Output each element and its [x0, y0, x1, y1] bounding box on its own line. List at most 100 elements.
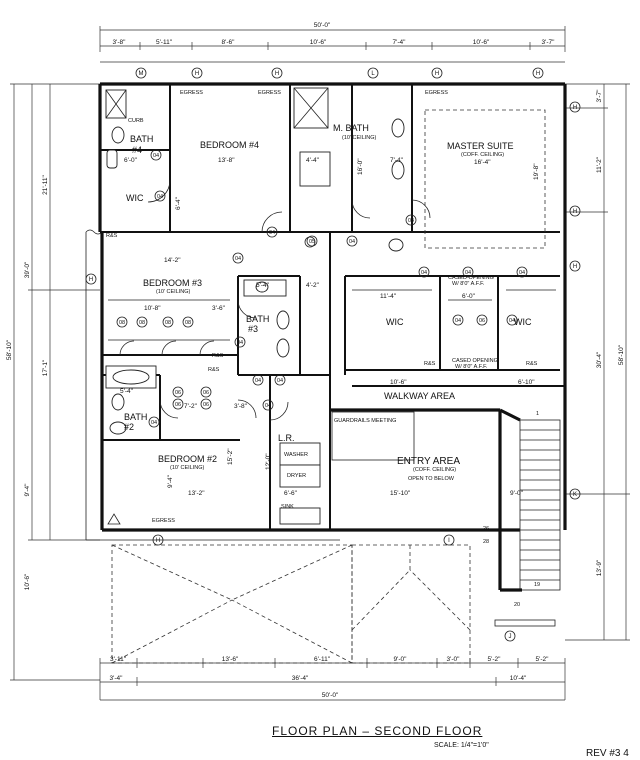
- door-tag: 04: [277, 378, 283, 384]
- right-dimensions: 3'-7" 11'-2" 30'-4" 58'-10" 13'-9" H H H…: [565, 83, 630, 641]
- bottom-dim-seg: 36'-4": [292, 675, 309, 682]
- right-dim: 58'-10": [618, 344, 625, 365]
- door-tag: 04: [519, 270, 525, 276]
- interior-dim: 10'-6": [390, 379, 407, 386]
- left-dim: 9'-4": [24, 483, 31, 497]
- grid-bubble-label: H: [195, 71, 199, 77]
- room-num-bath2: #2: [124, 422, 134, 432]
- bottom-dim-seg: 10'-4": [510, 675, 527, 682]
- fixtures: [105, 87, 556, 525]
- room-name-bath4: BATH: [130, 134, 153, 144]
- interior-dim: 12'-0": [265, 453, 272, 470]
- room-name-wic-mid: WIC: [386, 317, 404, 327]
- interior-dim: 6'-0": [462, 293, 476, 300]
- curb-label: CURB: [128, 118, 144, 124]
- interior-dim: 9'-4": [167, 474, 174, 488]
- door-tag: 04: [151, 420, 157, 426]
- room-name-wic-left: WIC: [126, 193, 144, 203]
- interior-dim: 15'-2": [227, 448, 234, 465]
- door-tag: 04: [235, 256, 241, 262]
- room-dim-master: 16'-4": [474, 159, 491, 166]
- egress-label: EGRESS: [152, 518, 175, 524]
- grid-bubbles-top: M H H L H H: [135, 67, 544, 79]
- top-overall-dim: 50'-0": [314, 22, 331, 29]
- room-name-bath2: BATH: [124, 412, 147, 422]
- right-dim: 11'-2": [596, 156, 603, 173]
- grid-bubble-label: H: [275, 71, 279, 77]
- door-tag: 08: [139, 320, 145, 326]
- left-dim: 21'-11": [42, 174, 49, 194]
- door-tag: 04: [421, 270, 427, 276]
- bottom-dim-seg: 5'-2": [536, 656, 550, 663]
- interior-dim: 19'-8": [533, 163, 540, 180]
- interior-dim: 11'-4": [380, 293, 397, 300]
- left-dim: 17'-1": [42, 359, 49, 376]
- room-dim-bedroom4: 13'-8": [218, 157, 235, 164]
- top-dim-seg: 10'-6": [473, 39, 490, 46]
- grid-bubble-label: H: [536, 71, 540, 77]
- interior-dim: 3'-6": [212, 305, 226, 312]
- room-name-bedroom2: BEDROOM #2: [158, 454, 217, 464]
- grid-bubble-label: H: [89, 277, 93, 283]
- bottom-dim-seg: 3'-4": [110, 675, 124, 682]
- interior-dim: 7'-2": [184, 403, 198, 410]
- bottom-dim-seg: 6'-11": [314, 656, 331, 663]
- grid-bubble-label: L: [371, 71, 375, 77]
- door-tag: 04: [509, 318, 515, 324]
- grid-bubble-label: I: [448, 538, 450, 544]
- room-note-entry: (COFF. CEILING): [413, 467, 456, 473]
- rod-shelf-label: R&S: [212, 353, 224, 359]
- left-dimensions: 21'-11" 39'-0" 58'-10" 17'-1" 9'-4" 10'-…: [6, 83, 100, 681]
- door-tag: 05: [309, 239, 315, 245]
- cased-opening-height: W/ 8'0" A.F.F.: [455, 364, 488, 370]
- grid-bubble-label: H: [573, 105, 577, 111]
- drawing-title: FLOOR PLAN – SECOND FLOOR: [272, 724, 483, 738]
- door-tag: 06: [175, 402, 181, 408]
- top-dim-seg: 5'-11": [156, 39, 173, 46]
- top-dim-seg: 3'-8": [113, 39, 127, 46]
- bottom-dim-seg: 9'-0": [394, 656, 408, 663]
- room-note-mbath: (10' CEILING): [342, 135, 377, 141]
- door-tag: 06: [175, 390, 181, 396]
- door-tag: 08: [119, 320, 125, 326]
- revision-label: REV #3 4: [586, 748, 629, 759]
- room-name-wic-right: WIC: [514, 317, 532, 327]
- drawing-scale: SCALE: 1/4"=1'0": [434, 742, 489, 749]
- door-tag: 08: [185, 320, 191, 326]
- interior-dim: 10'-8": [144, 305, 161, 312]
- grid-bubble-label: M: [139, 71, 144, 77]
- room-name-mbath: M. BATH: [333, 123, 369, 133]
- rod-shelf-label: R&S: [526, 361, 538, 367]
- room-name-bedroom3: BEDROOM #3: [143, 278, 202, 288]
- door-tag: 04: [349, 239, 355, 245]
- interior-dim: 5'-4": [120, 388, 134, 395]
- door-tag: 04: [465, 270, 471, 276]
- stair-number: 26: [483, 526, 489, 532]
- egress-label: EGRESS: [425, 90, 448, 96]
- roof-below: H I J: [111, 534, 556, 664]
- room-note-bedroom2: (10' CEILING): [170, 465, 205, 471]
- interior-dim: 3'-8": [234, 403, 248, 410]
- room-labels: BEDROOM #4 13'-8" BATH #4 WIC M. BATH (1…: [124, 123, 532, 510]
- guardrail-note: GUARDRAILS MEETING: [334, 418, 396, 424]
- door-tag: 04: [455, 318, 461, 324]
- interior-dim: 4'-4": [306, 157, 320, 164]
- room-name-bath3: BATH: [246, 314, 269, 324]
- dryer-label: DRYER: [287, 473, 306, 479]
- left-dim: 10'-6": [24, 573, 31, 590]
- rod-shelf-label: R&S: [208, 367, 220, 373]
- rod-shelf-label: R&S: [106, 233, 118, 239]
- grid-bubble-label: J: [509, 634, 512, 640]
- exterior-walls: [85, 82, 567, 541]
- room-num-bath3: #3: [248, 324, 258, 334]
- interior-dim: 6'-6": [284, 490, 298, 497]
- door-tag: 06: [203, 390, 209, 396]
- grid-bubble-label: K: [573, 492, 577, 498]
- bottom-dim-seg: 5'-2": [488, 656, 502, 663]
- interior-dim: 6'-0": [124, 157, 138, 164]
- interior-dim: 7'-4": [390, 157, 404, 164]
- room-name-bedroom4: BEDROOM #4: [200, 140, 259, 150]
- door-tag: 06: [479, 318, 485, 324]
- stair-number: 1: [536, 411, 539, 417]
